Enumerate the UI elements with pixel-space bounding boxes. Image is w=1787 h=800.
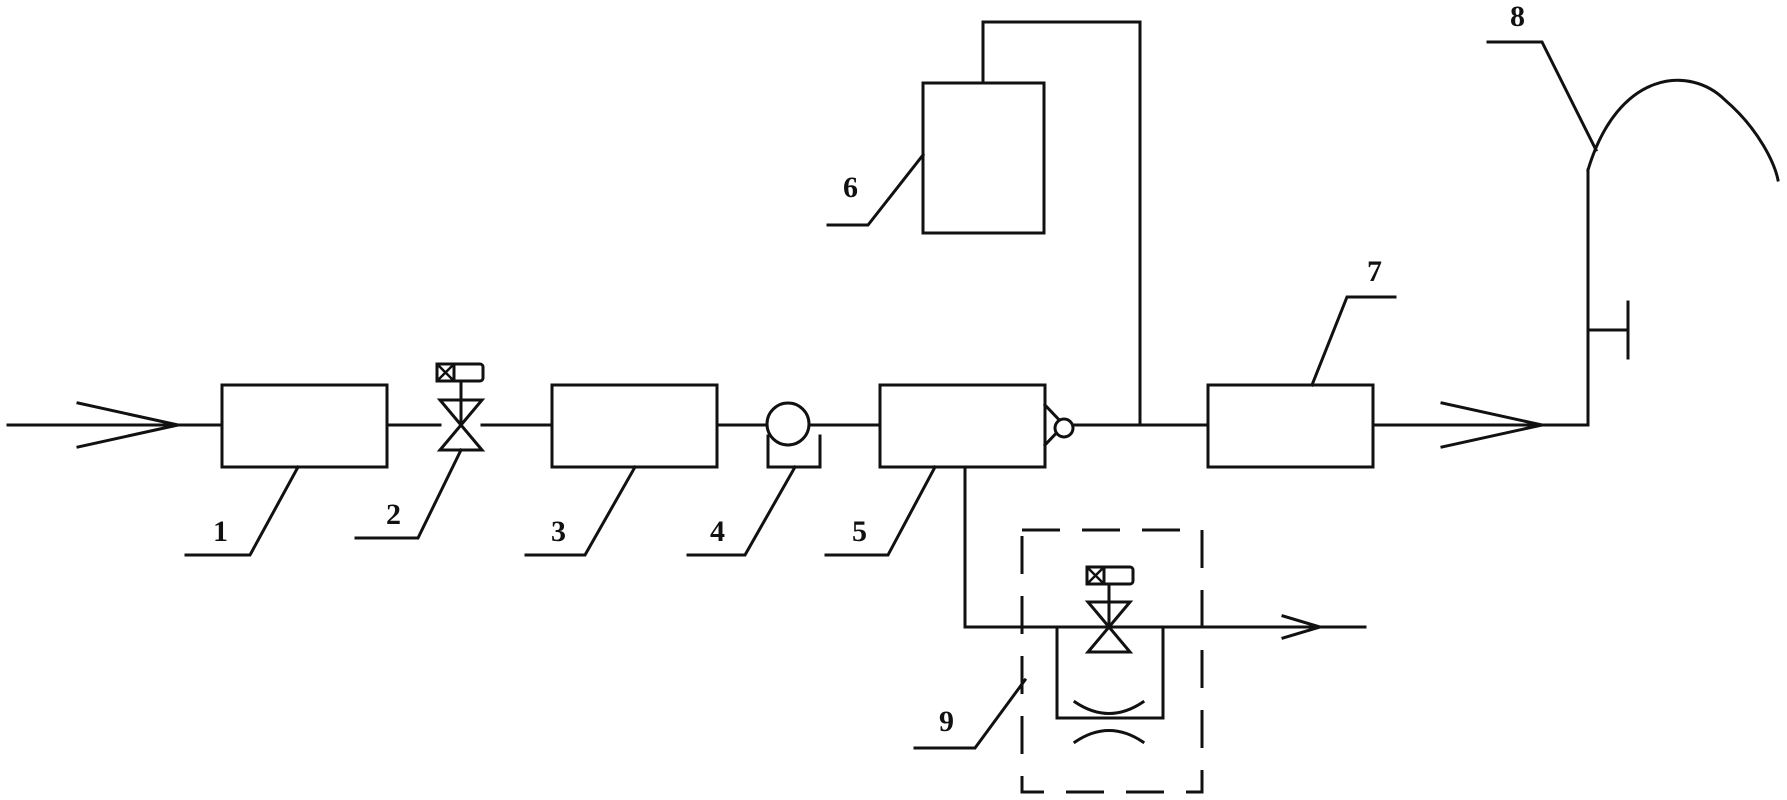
group-9-bypass-orifice (1055, 625, 1165, 745)
label-3: 3 (551, 515, 566, 548)
inlet-pipe (6, 401, 224, 449)
component-2-solenoid-valve (435, 362, 486, 452)
label-8: 8 (1510, 0, 1525, 33)
leader-lines (184, 40, 1599, 750)
check-valve-icon (1042, 402, 1075, 448)
component-1-box (220, 383, 389, 469)
label-4: 4 (710, 515, 725, 548)
label-2: 2 (386, 498, 401, 531)
component-8-nozzle (1586, 78, 1780, 427)
label-1: 1 (213, 515, 228, 548)
drain-line (963, 465, 1367, 640)
label-5: 5 (852, 515, 867, 548)
component-4-pump (765, 401, 822, 469)
component-6-box (921, 81, 1046, 235)
component-5-box (878, 383, 1047, 469)
label-6: 6 (843, 171, 858, 204)
outlet-pipe (1371, 401, 1590, 449)
feedback-line-to-6 (981, 20, 1142, 427)
group-9-solenoid-valve (1084, 565, 1135, 654)
component-9-dashed-group (1020, 528, 1204, 794)
component-7-box (1206, 383, 1375, 469)
component-3-box (550, 383, 719, 469)
label-9: 9 (939, 705, 954, 738)
label-7: 7 (1367, 255, 1382, 288)
